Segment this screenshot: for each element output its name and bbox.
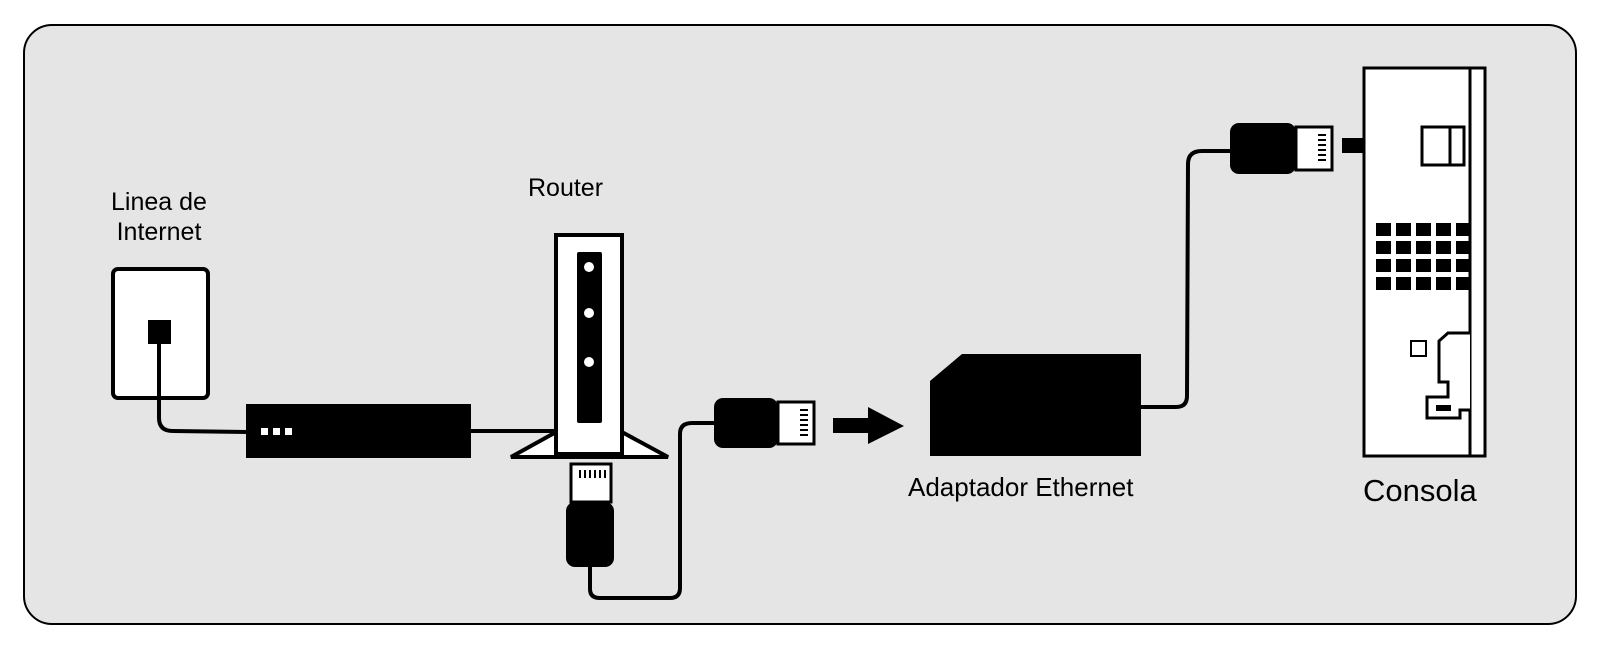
router (510, 233, 669, 459)
router-light-2 (584, 308, 594, 318)
console-vent-grid (1376, 223, 1471, 290)
console-vent-hole (1456, 277, 1471, 290)
cable-wall-to-modem (157, 344, 248, 434)
console-vent-hole (1456, 223, 1471, 236)
ethernet-adapter-label: Adaptador Ethernet (908, 472, 1134, 502)
console-vent-hole (1416, 223, 1431, 236)
console-vent-hole (1376, 223, 1391, 236)
console-vent-hole (1396, 259, 1411, 272)
console-vent-hole (1416, 241, 1431, 254)
router-ethernet-plug (566, 462, 614, 567)
console-vent-hole (1376, 241, 1391, 254)
diagram-panel (23, 24, 1577, 625)
console-vent-hole (1416, 277, 1431, 290)
console-vent-hole (1396, 277, 1411, 290)
modem-light-1 (261, 428, 268, 435)
modem (246, 404, 471, 458)
console-vent-hole (1436, 223, 1451, 236)
console-ethernet-plug (1230, 123, 1334, 174)
console-slot-led (1436, 405, 1451, 411)
console (1362, 66, 1487, 458)
adapter-ethernet-plug (714, 398, 816, 448)
console-vent-hole (1456, 259, 1471, 272)
ethernet-adapter (930, 354, 1141, 456)
internet-line-label: Linea de Internet (111, 188, 207, 246)
wall-jack (111, 267, 210, 400)
console-vent-hole (1436, 277, 1451, 290)
console-vent-hole (1416, 259, 1431, 272)
console-slot-outline (1425, 331, 1470, 420)
cable-router-to-adapter (588, 421, 718, 600)
console-button (1410, 340, 1427, 357)
router-light-3 (584, 357, 594, 367)
console-vent-hole (1396, 223, 1411, 236)
modem-light-2 (273, 428, 280, 435)
wall-jack-port (148, 320, 171, 344)
console-usb-port (1420, 125, 1466, 167)
console-vent-hole (1456, 241, 1471, 254)
arrow-to-adapter (833, 407, 904, 444)
cable-adapter-to-console (1141, 149, 1234, 409)
console-vent-hole (1436, 259, 1451, 272)
router-face-panel (577, 252, 602, 423)
console-label: Consola (1363, 473, 1477, 508)
router-label: Router (528, 174, 604, 202)
console-vent-hole (1436, 241, 1451, 254)
modem-light-3 (285, 428, 292, 435)
router-light-1 (584, 262, 594, 272)
console-vent-hole (1376, 259, 1391, 272)
console-vent-hole (1396, 241, 1411, 254)
console-vent-hole (1376, 277, 1391, 290)
